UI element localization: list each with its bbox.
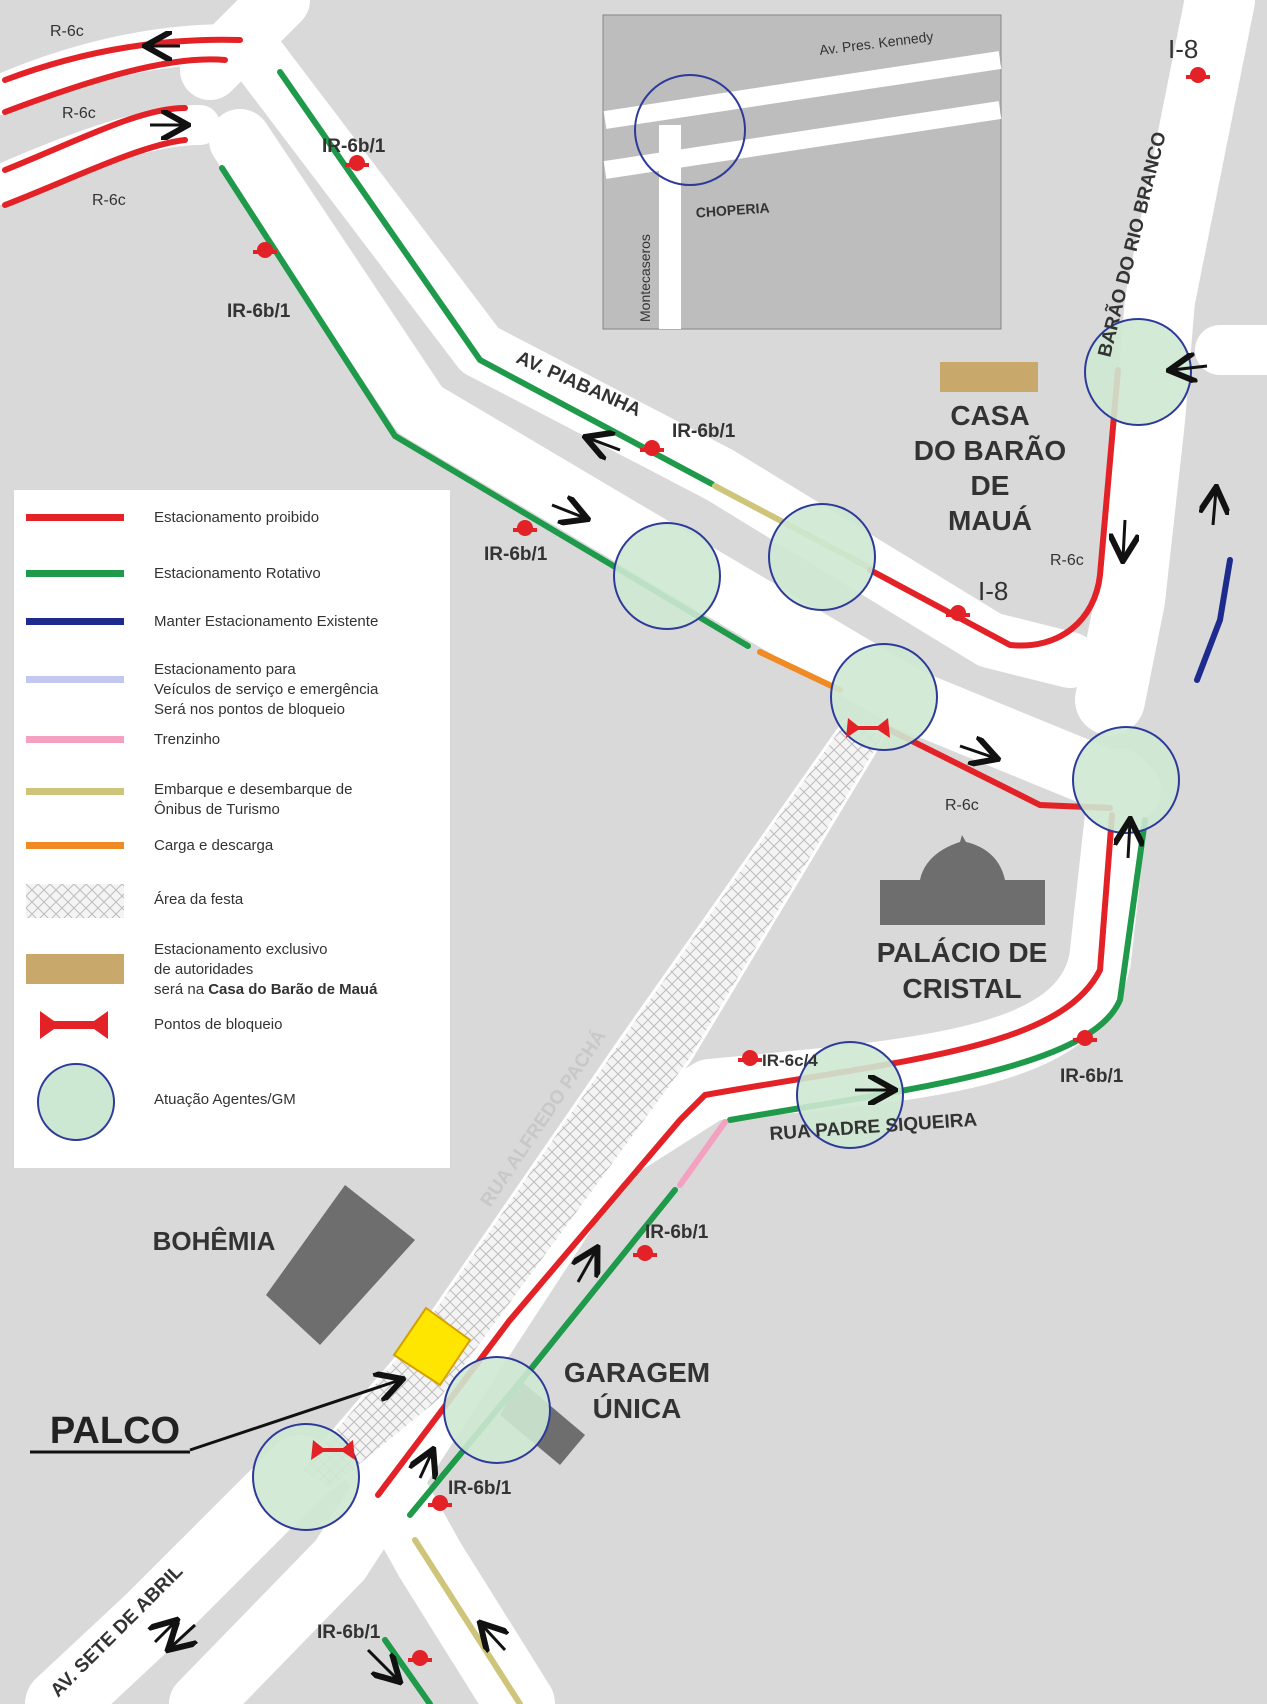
sign-labels: R-6c R-6c R-6c IR-6b/1 IR-6b/1 IR-6b/1 I… xyxy=(50,23,1198,1643)
road-top-left-2 xyxy=(0,105,220,205)
arrow-icon xyxy=(1172,366,1208,370)
arrow-icon xyxy=(578,1250,596,1283)
casa-label-1: CASA xyxy=(950,400,1029,431)
arrow-icon xyxy=(588,438,621,450)
agents-circle-icon xyxy=(1072,726,1180,834)
palco-label: PALCO xyxy=(50,1410,180,1452)
legend-label-prefix: Estacionamento exclusivo de autoridades … xyxy=(154,941,328,998)
place-labels: CASA DO BARÃO DE MAUÁ PALÁCIO DE CRISTAL… xyxy=(50,199,1066,1452)
legend-label: Atuação Agentes/GM xyxy=(154,1091,296,1108)
arrow-icon xyxy=(1128,822,1130,859)
legend-swatch xyxy=(26,676,124,683)
crosshatch-icon xyxy=(26,884,124,918)
legend-label: Estacionamento proibido xyxy=(154,509,320,526)
arrow-icon xyxy=(170,1625,195,1648)
sign-label-r6c: R-6c xyxy=(92,192,126,209)
agent-circles xyxy=(252,318,1192,1531)
agents-circle-icon xyxy=(613,522,721,630)
inset-map xyxy=(602,14,1002,330)
sign-label-r6c: R-6c xyxy=(62,105,96,122)
sign-label-ir6b1: IR-6b/1 xyxy=(645,1222,709,1243)
garagem-label-2: ÚNICA xyxy=(593,1393,682,1424)
legend-swatch xyxy=(26,570,124,577)
tourism-bus-line xyxy=(412,1537,523,1704)
sign-label-i8: I-8 xyxy=(1168,34,1198,64)
legend-label: Manter Estacionamento Existente xyxy=(154,613,379,630)
legend-swatch xyxy=(26,618,124,625)
legend: Estacionamento proibido Estacionamento R… xyxy=(14,490,450,1168)
prohibited-line xyxy=(2,36,243,83)
roadblock-icon xyxy=(40,1011,108,1039)
palacio-label-1: PALÁCIO DE xyxy=(877,937,1048,968)
legend-swatch xyxy=(26,842,124,849)
legend-label-bold: Casa do Barão de Mauá xyxy=(208,981,378,998)
authorities-parking xyxy=(940,362,1038,392)
trenzinho-line xyxy=(677,1119,728,1188)
choperia-label: CHOPERIA xyxy=(695,199,770,220)
bohemia-label: BOHÊMIA xyxy=(153,1226,276,1256)
legend-swatch xyxy=(26,514,124,521)
arrow-icon xyxy=(1123,519,1125,558)
legend-label: Estacionamento exclusivo de autoridades … xyxy=(154,940,377,1000)
palacio-label-2: CRISTAL xyxy=(902,973,1021,1004)
legend-label: Embarque e desembarque de Ônibus de Turi… xyxy=(154,781,353,818)
rotative-line xyxy=(382,1637,433,1704)
prohibited-line xyxy=(2,105,188,173)
arrow-icon xyxy=(959,746,995,758)
sign-label-i8: I-8 xyxy=(978,576,1008,606)
sign-label-ir6b1: IR-6b/1 xyxy=(317,1622,381,1643)
sign-label-r6c: R-6c xyxy=(50,23,84,40)
sign-label-ir6b1: IR-6b/1 xyxy=(322,136,386,157)
rotative-line xyxy=(277,69,715,487)
direction-arrows xyxy=(148,46,1216,1680)
arrow-icon xyxy=(482,1625,505,1650)
prohibited-line xyxy=(2,137,188,208)
arrow-icon xyxy=(1213,490,1216,526)
palacio-building-icon xyxy=(880,835,1045,925)
legend-swatch xyxy=(26,736,124,743)
sign-label-r6c: R-6c xyxy=(945,797,979,814)
casa-label-3: DE xyxy=(971,470,1010,501)
street-label-montecaseros: Montecaseros xyxy=(637,234,653,322)
legend-label: Estacionamento para Veículos de serviço … xyxy=(154,661,379,718)
sign-label-ir6b1: IR-6b/1 xyxy=(1060,1066,1124,1087)
stage xyxy=(392,1306,472,1387)
legend-label: Carga e descarga xyxy=(154,837,274,854)
legend-label: Estacionamento Rotativo xyxy=(154,565,321,582)
garagem-label-1: GARAGEM xyxy=(564,1357,710,1388)
sign-label-ir6b1: IR-6b/1 xyxy=(227,301,291,322)
loading-line xyxy=(757,649,843,693)
sign-icon xyxy=(511,518,539,538)
casa-label-4: MAUÁ xyxy=(948,505,1032,536)
agents-circle-icon xyxy=(37,1063,115,1141)
prohibited-line xyxy=(375,812,1115,1498)
sign-icon xyxy=(406,1648,434,1668)
legend-swatch xyxy=(26,954,124,984)
agents-circle-icon xyxy=(252,1423,360,1531)
sign-label-ir6b1: IR-6b/1 xyxy=(448,1478,512,1499)
agents-circle-icon xyxy=(443,1356,551,1464)
arrow-icon xyxy=(551,505,585,518)
sign-label-ir6c4: IR-6c/4 xyxy=(762,1051,818,1070)
stage-pointer xyxy=(189,1380,400,1452)
legend-swatch xyxy=(26,788,124,795)
agents-circle-icon xyxy=(768,503,876,611)
agents-circle-icon xyxy=(830,643,938,751)
casa-label-2: DO BARÃO xyxy=(914,435,1066,466)
sign-icon xyxy=(631,1243,659,1263)
arrow-icon xyxy=(420,1452,432,1478)
prohibited-line xyxy=(2,56,228,115)
sign-label-ir6b1: IR-6b/1 xyxy=(672,421,736,442)
agents-circle-icon xyxy=(796,1041,904,1149)
sign-label-r6c: R-6c xyxy=(1050,552,1084,569)
bohemia-building xyxy=(266,1185,415,1345)
legend-label: Trenzinho xyxy=(154,731,221,748)
legend-label: Pontos de bloqueio xyxy=(154,1016,283,1033)
legend-label: Área da festa xyxy=(154,891,244,908)
prohibited-line xyxy=(867,367,1121,649)
keep-existing-line xyxy=(1194,557,1233,683)
sign-label-ir6b1: IR-6b/1 xyxy=(484,544,548,565)
arrow-icon xyxy=(366,1648,398,1680)
